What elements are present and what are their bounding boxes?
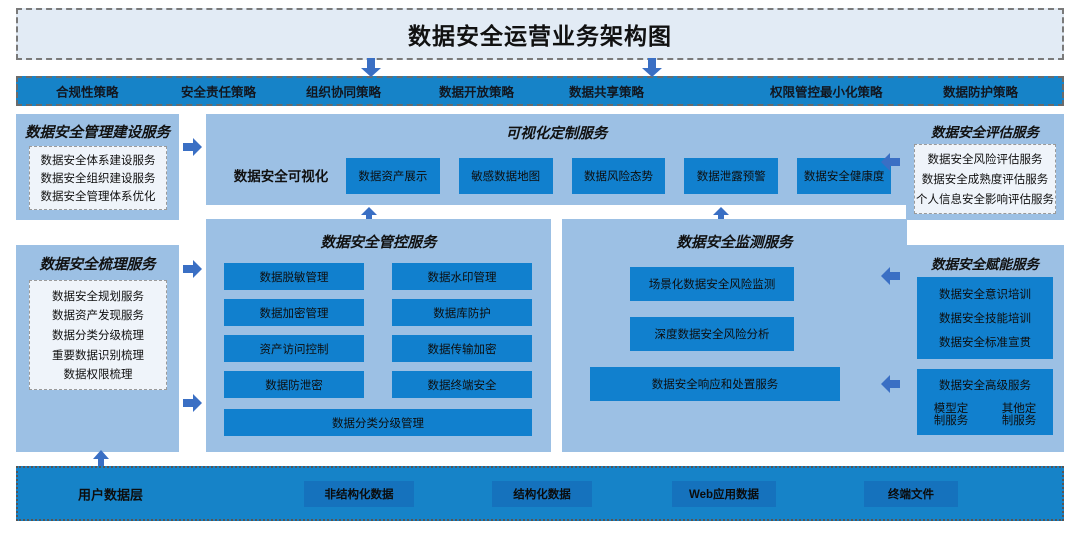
panel-monitor-service: 数据安全监测服务 场景化数据安全风险监测 深度数据安全风险分析 数据安全响应和处… <box>562 219 907 452</box>
visualization-chip-4[interactable]: 数据安全健康度 <box>797 158 891 194</box>
strategy-item-2[interactable]: 组织协同策略 <box>306 85 382 100</box>
strategy-item-4[interactable]: 数据共享策略 <box>569 85 645 100</box>
arrow-right-icon <box>183 137 203 157</box>
arrow-down-icon <box>640 58 664 78</box>
panel-enable-service: 数据安全赋能服务 数据安全意识培训数据安全技能培训数据安全标准宣贯 数据安全高级… <box>906 245 1064 452</box>
arrow-right-icon <box>183 393 203 413</box>
visualization-chip-0[interactable]: 数据资产展示 <box>346 158 440 194</box>
sorting-service-list: 数据安全规划服务数据资产发现服务数据分类分级梳理重要数据识别梳理数据权限梳理 <box>29 280 167 390</box>
user-data-layer: 用户数据层 非结构化数据 结构化数据 Web应用数据 终端文件 <box>16 466 1064 521</box>
strategy-item-1[interactable]: 安全责任策略 <box>181 85 257 100</box>
sorting-service-item-4[interactable]: 数据权限梳理 <box>63 369 133 382</box>
arrow-right-icon <box>183 259 203 279</box>
advanced-model-custom: 模型定 制服务 <box>933 402 969 427</box>
assessment-item-2[interactable]: 个人信息安全影响评估服务 <box>916 194 1054 206</box>
control-right-chip-1[interactable]: 数据库防护 <box>392 299 532 326</box>
enable-item-0[interactable]: 数据安全意识培训 <box>939 289 1031 301</box>
page-title: 数据安全运营业务架构图 <box>408 23 672 49</box>
arrow-left-icon <box>881 374 901 394</box>
strategy-item-5[interactable]: 权限管控最小化策略 <box>770 85 883 100</box>
panel-title: 数据安全赋能服务 <box>931 257 1039 272</box>
visualization-chip-3[interactable]: 数据泄露预警 <box>684 158 779 194</box>
visualization-chip-row: 数据资产展示敏感数据地图数据风险态势数据泄露预警数据安全健康度 <box>346 158 891 194</box>
arrow-down-icon <box>359 58 383 78</box>
management-build-service-item-0[interactable]: 数据安全体系建设服务 <box>40 155 156 167</box>
advanced-service-title: 数据安全高级服务 <box>939 379 1031 392</box>
data-layer-chip-1[interactable]: 结构化数据 <box>492 480 592 507</box>
control-left-chip-column: 数据脱敏管理数据加密管理资产访问控制数据防泄密 <box>224 263 364 407</box>
control-left-chip-3[interactable]: 数据防泄密 <box>224 371 364 398</box>
management-build-service-list: 数据安全体系建设服务数据安全组织建设服务数据安全管理体系优化 <box>29 146 167 210</box>
enable-item-1[interactable]: 数据安全技能培训 <box>939 313 1031 325</box>
panel-sorting-service: 数据安全梳理服务 数据安全规划服务数据资产发现服务数据分类分级梳理重要数据识别梳… <box>16 245 179 452</box>
management-build-service-item-1[interactable]: 数据安全组织建设服务 <box>40 173 156 185</box>
chip-response-handling-service[interactable]: 数据安全响应和处置服务 <box>590 367 840 401</box>
panel-management-build-service: 数据安全管理建设服务 数据安全体系建设服务数据安全组织建设服务数据安全管理体系优… <box>16 114 179 220</box>
strategy-item-3[interactable]: 数据开放策略 <box>439 85 515 100</box>
sorting-service-item-3[interactable]: 重要数据识别梳理 <box>52 349 144 362</box>
assessment-item-1[interactable]: 数据安全成熟度评估服务 <box>921 174 1049 186</box>
chip-scenario-risk-monitor[interactable]: 场景化数据安全风险监测 <box>630 267 794 301</box>
arrow-up-icon <box>92 450 110 470</box>
arrow-up-icon <box>360 207 378 223</box>
control-right-chip-2[interactable]: 数据传输加密 <box>392 335 532 362</box>
chip-deep-risk-analysis[interactable]: 深度数据安全风险分析 <box>630 317 794 351</box>
panel-title: 数据安全梳理服务 <box>39 257 156 273</box>
panel-assessment-service: 数据安全评估服务 数据安全风险评估服务数据安全成熟度评估服务个人信息安全影响评估… <box>906 114 1064 220</box>
panel-control-service: 数据安全管控服务 数据脱敏管理数据加密管理资产访问控制数据防泄密 数据水印管理数… <box>206 219 551 452</box>
panel-title: 数据安全评估服务 <box>931 125 1039 140</box>
control-right-chip-3[interactable]: 数据终端安全 <box>392 371 532 398</box>
enable-training-block[interactable]: 数据安全意识培训数据安全技能培训数据安全标准宣贯 <box>917 277 1053 359</box>
panel-title: 数据安全管控服务 <box>320 235 437 251</box>
visualization-chip-2[interactable]: 数据风险态势 <box>571 158 666 194</box>
arrow-up-icon <box>712 207 730 223</box>
strategy-item-0[interactable]: 合规性策略 <box>56 85 119 100</box>
control-right-chip-column: 数据水印管理数据库防护数据传输加密数据终端安全 <box>392 263 532 407</box>
data-layer-chip-0[interactable]: 非结构化数据 <box>304 480 414 507</box>
panel-visualization-service: 可视化定制服务 数据安全可视化 数据资产展示敏感数据地图数据风险态势数据泄露预警… <box>206 114 907 205</box>
panel-title: 数据安全监测服务 <box>676 235 793 251</box>
arrow-left-icon <box>881 152 901 172</box>
enable-item-2[interactable]: 数据安全标准宣贯 <box>939 337 1031 349</box>
control-left-chip-1[interactable]: 数据加密管理 <box>224 299 364 326</box>
arrow-left-icon <box>881 266 901 286</box>
page-title-banner: 数据安全运营业务架构图 <box>16 8 1064 60</box>
visualization-chip-1[interactable]: 敏感数据地图 <box>458 158 553 194</box>
panel-title: 数据安全管理建设服务 <box>25 125 170 141</box>
assessment-service-list: 数据安全风险评估服务数据安全成熟度评估服务个人信息安全影响评估服务 <box>914 144 1056 214</box>
sorting-service-item-1[interactable]: 数据资产发现服务 <box>52 310 144 323</box>
control-right-chip-0[interactable]: 数据水印管理 <box>392 263 532 290</box>
advanced-other-custom: 其他定 制服务 <box>1001 402 1037 427</box>
data-layer-chip-2[interactable]: Web应用数据 <box>672 480 776 507</box>
assessment-item-0[interactable]: 数据安全风险评估服务 <box>927 154 1043 166</box>
data-layer-chip-3[interactable]: 终端文件 <box>864 480 958 507</box>
management-build-service-item-2[interactable]: 数据安全管理体系优化 <box>40 191 156 203</box>
strategy-item-6[interactable]: 数据防护策略 <box>943 85 1019 100</box>
sorting-service-item-0[interactable]: 数据安全规划服务 <box>52 290 144 303</box>
user-data-layer-label: 用户数据层 <box>78 487 144 502</box>
sorting-service-item-2[interactable]: 数据分类分级梳理 <box>52 329 144 342</box>
visualization-side-label: 数据安全可视化 <box>233 169 329 184</box>
chip-data-classification-management[interactable]: 数据分类分级管理 <box>224 409 532 436</box>
panel-title: 可视化定制服务 <box>505 126 608 142</box>
control-left-chip-0[interactable]: 数据脱敏管理 <box>224 263 364 290</box>
control-left-chip-2[interactable]: 资产访问控制 <box>224 335 364 362</box>
enable-advanced-block[interactable]: 数据安全高级服务 模型定 制服务 其他定 制服务 <box>917 369 1053 435</box>
strategy-bar: 合规性策略 安全责任策略 组织协同策略 数据开放策略 数据共享策略 权限管控最小化策略 数据… <box>16 76 1064 106</box>
